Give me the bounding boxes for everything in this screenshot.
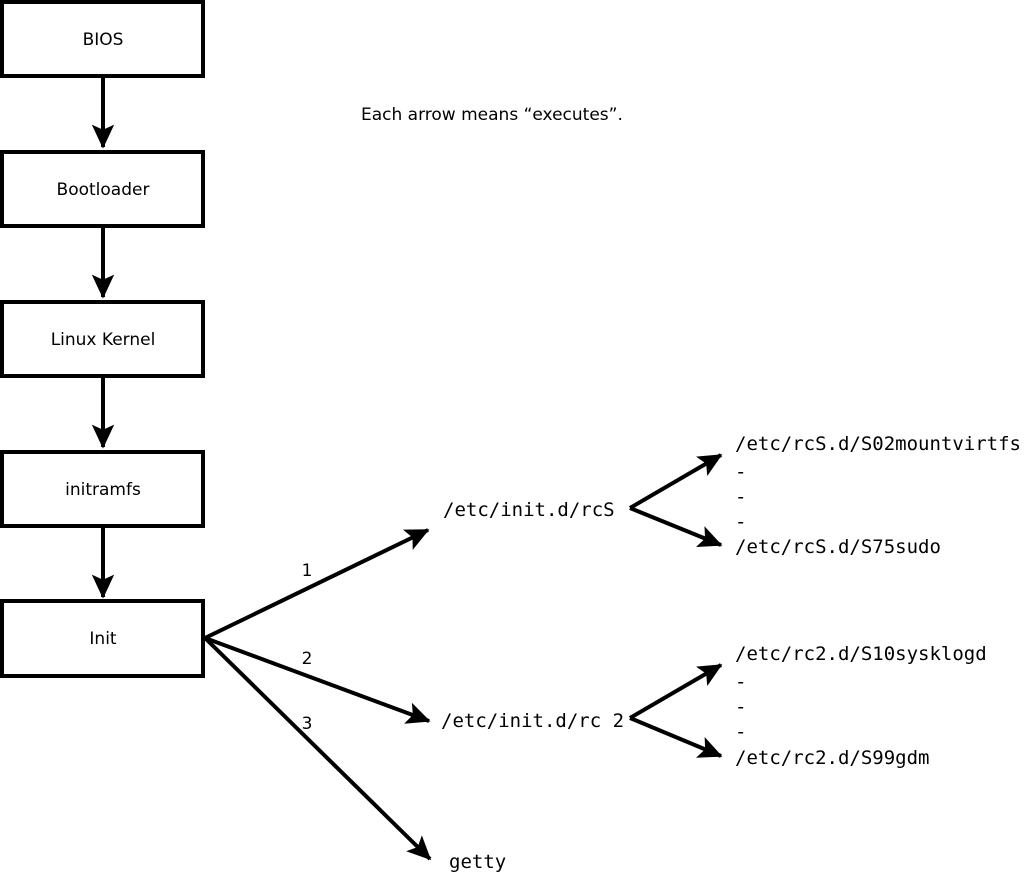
box-bootloader-label: Bootloader: [57, 180, 150, 200]
label-etc-initd-rcs[interactable]: /etc/init.d/rcS: [443, 499, 615, 521]
rc2-ellipsis-dash-2: -: [735, 696, 746, 718]
box-initramfs-label: initramfs: [65, 480, 141, 500]
arrow-init-to-getty: [203, 636, 432, 861]
label-rc2-script-first[interactable]: /etc/rc2.d/S10sysklogd: [735, 643, 987, 665]
box-bootloader-rect: [0, 150, 205, 228]
arrow-init-to-rcs: [204, 528, 430, 640]
box-init[interactable]: Init: [0, 599, 205, 678]
box-bootloader[interactable]: Bootloader: [0, 150, 205, 228]
arrow-rcs-to-last-script: [629, 506, 723, 547]
box-bios-rect: [0, 0, 205, 78]
label-rcs-script-first[interactable]: /etc/rcS.d/S02mountvirtfs: [735, 433, 1021, 455]
arrow-rcs-to-first-script: [628, 453, 723, 510]
box-init-label: Init: [89, 629, 117, 649]
arrow-rc2-to-first-script: [628, 663, 723, 720]
legend-note: Each arrow means “executes”.: [361, 105, 623, 125]
box-initramfs[interactable]: initramfs: [0, 450, 205, 528]
box-init-rect: [0, 599, 205, 678]
label-etc-initd-rc2[interactable]: /etc/init.d/rc 2: [441, 710, 624, 732]
rcs-ellipsis-dash-1: -: [735, 461, 746, 483]
rcs-ellipsis-dash-3: -: [735, 511, 746, 533]
label-getty[interactable]: getty: [449, 851, 506, 873]
label-rcs-script-last[interactable]: /etc/rcS.d/S75sudo: [735, 536, 941, 558]
box-linux-kernel[interactable]: Linux Kernel: [0, 300, 205, 378]
branch-number-2: 2: [302, 649, 313, 669]
rc2-ellipsis-dash-1: -: [735, 671, 746, 693]
rcs-ellipsis-dash-2: -: [735, 486, 746, 508]
box-linux-kernel-label: Linux Kernel: [51, 330, 156, 350]
box-linux-kernel-rect: [0, 300, 205, 378]
label-rc2-script-last[interactable]: /etc/rc2.d/S99gdm: [735, 747, 929, 769]
box-bios[interactable]: BIOS: [0, 0, 205, 78]
branch-number-3: 3: [302, 714, 313, 734]
arrow-init-to-rc2: [204, 636, 431, 724]
arrow-rc2-to-last-script: [629, 716, 723, 758]
branch-number-1: 1: [302, 561, 313, 581]
box-bios-label: BIOS: [83, 30, 124, 50]
rc2-ellipsis-dash-3: -: [735, 721, 746, 743]
